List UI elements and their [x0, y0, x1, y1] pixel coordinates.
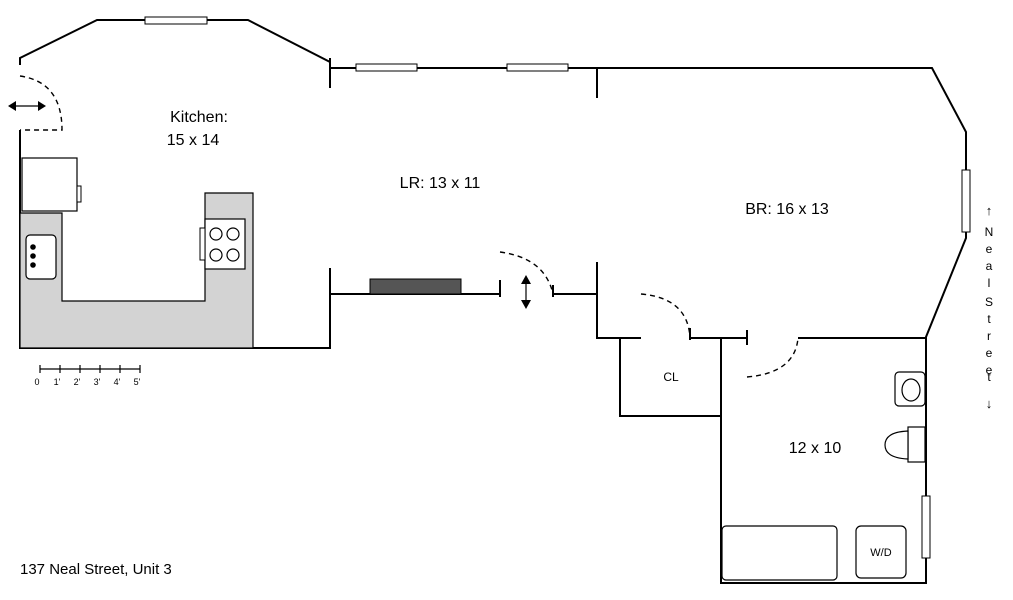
scale-tick-label: 1' — [54, 377, 61, 387]
street-letter: e — [986, 242, 993, 256]
kitchen-label: Kitchen: — [170, 109, 228, 126]
sink-basin-icon — [901, 378, 921, 402]
burner-icon — [209, 248, 223, 262]
radiator — [369, 278, 462, 295]
window-kitchen-top — [144, 16, 208, 25]
bedroom-label: BR: 16 x 13 — [745, 201, 829, 218]
burner-icon — [226, 227, 240, 241]
bathroom-label: 12 x 10 — [789, 440, 842, 457]
window-bath — [921, 495, 931, 559]
burner-icon — [209, 227, 223, 241]
street-letter: e — [986, 363, 993, 377]
address-label: 137 Neal Street, Unit 3 — [20, 561, 172, 578]
sink-knob-icon — [30, 253, 36, 259]
scale-bar: 0 1' 2' 3' 4' 5' — [34, 365, 141, 387]
washer-dryer-label: W/D — [870, 547, 891, 559]
windows — [144, 16, 971, 559]
entry-arrow-right-icon — [38, 101, 46, 111]
refrigerator-handle — [76, 185, 82, 203]
sink-knob-icon — [30, 244, 36, 250]
interior-walls — [597, 328, 926, 416]
sink-knob-icon — [30, 262, 36, 268]
street-arrow-down-icon: ↓ — [986, 396, 993, 411]
lr-br-door — [499, 251, 554, 295]
kitchen-counter — [19, 192, 254, 349]
street-letter: t — [987, 370, 991, 384]
street-arrow-up-icon: ↑ — [986, 203, 993, 218]
closet-door — [640, 293, 691, 339]
doors — [19, 75, 799, 378]
street-letter: a — [986, 259, 993, 273]
living-room-label: LR: 13 x 11 — [400, 175, 481, 192]
bathtub — [721, 525, 838, 581]
stove-panel — [199, 227, 206, 261]
scale-tick-label: 3' — [94, 377, 101, 387]
street-label: ↑ N e a l S t r e e t ↓ — [985, 203, 994, 411]
kitchen-size-label: 15 x 14 — [167, 132, 220, 149]
bath-door — [746, 337, 799, 378]
kitchen-entry-door — [19, 75, 63, 131]
door-arrow-up-icon — [521, 275, 531, 284]
window-lr-right — [506, 63, 569, 72]
window-lr-left — [355, 63, 418, 72]
bathroom-fixtures — [721, 371, 926, 581]
scale-tick-label: 0 — [34, 377, 39, 387]
street-letter: e — [986, 346, 993, 360]
street-letter: t — [987, 312, 991, 326]
entry-arrow-left-icon — [8, 101, 16, 111]
street-letter: N — [985, 225, 994, 239]
toilet-tank — [907, 426, 926, 463]
street-letter: l — [988, 276, 991, 290]
kitchen-fixtures — [19, 157, 254, 349]
scale-tick-label: 4' — [114, 377, 121, 387]
room-labels: Kitchen: 15 x 14 LR: 13 x 11 BR: 16 x 13… — [167, 109, 892, 559]
toilet-bowl-icon — [884, 430, 909, 460]
door-arrow-down-icon — [521, 300, 531, 309]
street-letter: S — [985, 295, 993, 309]
scale-tick-label: 2' — [74, 377, 81, 387]
street-letter: r — [987, 329, 991, 343]
window-br-right — [961, 169, 971, 233]
scale-tick-label: 5' — [134, 377, 141, 387]
closet-label: CL — [663, 370, 679, 384]
washer-dryer — [855, 525, 907, 579]
passage-arrows — [8, 101, 531, 309]
burner-icon — [226, 248, 240, 262]
stove — [204, 218, 246, 270]
refrigerator — [21, 157, 78, 212]
